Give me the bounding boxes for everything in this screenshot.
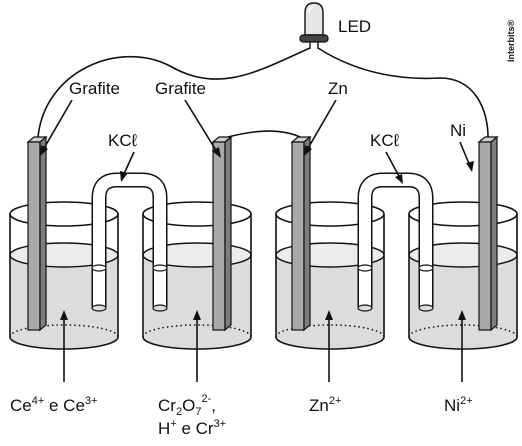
label-electrode-2: Grafite (155, 79, 206, 98)
electrode-1-graphite (26, 135, 48, 332)
led-label: LED (338, 17, 371, 36)
label-solution-1: Ce4+ e Ce3+ (10, 395, 97, 415)
label-solution-2-line1: Cr2O72-, (158, 393, 216, 418)
salt-bridge-right (357, 172, 434, 312)
wires (37, 47, 489, 138)
label-solution-4: Ni2+ (444, 395, 473, 415)
label-electrode-1: Grafite (69, 79, 120, 98)
label-solution-3: Zn2+ (309, 395, 341, 415)
label-electrode-3: Zn (328, 79, 348, 98)
led (299, 2, 329, 49)
electrode-2-graphite (211, 135, 233, 332)
electrode-4-nickel (477, 135, 499, 332)
label-solution-2-line2: H+ e Cr3+ (158, 418, 226, 438)
wire-led-to-electrode-4 (317, 47, 489, 138)
electrode-3-zinc (290, 135, 312, 332)
wire-electrode-2-to-electrode-3 (227, 130, 301, 138)
wire-led-to-electrode-1 (37, 47, 311, 138)
credit-text: Interbits® (506, 19, 516, 62)
label-salt-bridge-left: KCℓ (108, 131, 138, 150)
label-electrode-4: Ni (450, 121, 466, 140)
salt-bridge-left (91, 172, 168, 312)
label-salt-bridge-right: KCℓ (370, 131, 400, 150)
